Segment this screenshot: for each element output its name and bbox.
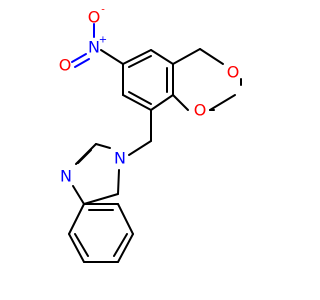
negative-charge: - xyxy=(101,5,105,16)
bond xyxy=(95,143,111,149)
bond xyxy=(117,169,120,195)
bond xyxy=(122,49,152,65)
bond xyxy=(209,94,236,111)
nitro-nitrogen: N xyxy=(88,38,100,57)
bond xyxy=(128,140,152,156)
bond xyxy=(150,49,174,65)
bond xyxy=(117,203,134,235)
double-bond-inner xyxy=(113,233,128,257)
bond xyxy=(150,94,174,111)
bond-n-o-double xyxy=(74,58,90,68)
molecule-diagram: O - N + O O O N N xyxy=(58,4,242,263)
imidazole-nitrogen-3: N xyxy=(60,167,72,186)
dioxane-ring xyxy=(172,48,242,111)
methylene-linker xyxy=(128,109,152,156)
bond-to-oxygen xyxy=(172,94,189,111)
imidazole-nitrogen-1: N xyxy=(114,149,126,168)
bond xyxy=(172,48,201,65)
nitro-oxygen-top: O xyxy=(88,8,101,27)
bond xyxy=(117,233,134,263)
bond-to-oxygen xyxy=(199,48,224,65)
bond xyxy=(68,203,85,235)
nitro-oxygen-left: O xyxy=(59,56,72,75)
ring-oxygen-upper: O xyxy=(227,63,240,82)
bond-c-n xyxy=(100,49,124,65)
bond xyxy=(72,185,85,205)
structure-svg: O - N + O O O N N xyxy=(59,5,242,263)
benzodioxin-aromatic-ring xyxy=(122,49,174,111)
imidazole-ring xyxy=(72,143,120,205)
benzimidazole-benzene-ring xyxy=(68,203,134,263)
double-bond-inner xyxy=(128,55,152,68)
bond xyxy=(122,94,152,111)
bond xyxy=(83,193,119,205)
ring-oxygen-lower: O xyxy=(194,101,207,120)
nitro-group xyxy=(71,23,124,68)
atom-labels: O - N + O O O N N xyxy=(59,5,240,186)
positive-charge: + xyxy=(99,35,107,46)
double-bond-inner xyxy=(74,233,89,257)
double-bond-inner xyxy=(77,149,92,164)
bond-n-o-double xyxy=(71,53,87,63)
double-bond-inner xyxy=(128,91,152,105)
bond xyxy=(68,233,85,263)
